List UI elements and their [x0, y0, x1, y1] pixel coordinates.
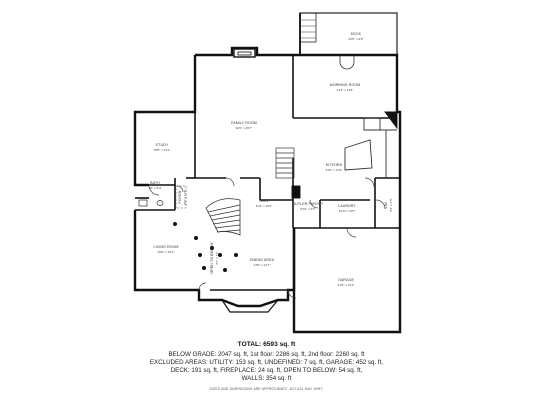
morning-room-doors — [339, 55, 355, 70]
room-name: STUDY — [156, 143, 169, 147]
summary-line-deck: DECK: 191 sq. ft, FIREPLACE: 24 sq. ft, … — [170, 367, 363, 374]
room-label-hall: HALL 11'3" x 10'2" — [256, 199, 273, 208]
room-name: KITCHEN — [326, 163, 343, 167]
disclaimer: SIZES AND DIMENSIONS ARE APPROXIMATE, AC… — [209, 387, 324, 391]
kitchen-fixtures — [291, 111, 398, 199]
deck-area — [299, 12, 398, 56]
room-name: GARAGE — [338, 278, 354, 282]
summary-line-floors: BELOW GRADE: 2047 sq. ft, 1st floor: 228… — [168, 351, 365, 358]
exterior-walls — [133, 46, 402, 334]
room-label-bath: BATH 7'5" x 6'4" — [148, 181, 162, 190]
room-name: DINING AREA — [250, 258, 275, 262]
room-name: MORNING ROOM — [330, 83, 361, 87]
room-label-lav: LAV 5'3" x 4'5" — [384, 198, 393, 212]
room-dims: 22'0" x 25'7" — [236, 126, 253, 130]
room-name: DECK — [351, 32, 362, 36]
room-label-butler-pantry: BUTLER PANTRY 5'10" x 6'4" — [293, 202, 324, 211]
room-dims: 20'6" x 9'6" — [348, 37, 363, 41]
columns — [173, 222, 238, 272]
kitchen-stairs — [275, 147, 295, 179]
room-name: OPEN TO BELOW — [210, 242, 214, 274]
room-dims: 21'6" x 17'0" — [326, 168, 343, 172]
room-name: FOYER — [178, 190, 182, 203]
room-name: LIVING ROOM — [153, 245, 178, 249]
room-name: BUTLER PANTRY — [293, 202, 324, 206]
room-dims: 5'3" x 4'5" — [389, 198, 393, 212]
room-dims: 21'6" x 11'9" — [337, 88, 354, 92]
door-swings — [148, 177, 386, 299]
room-label-dining-area: DINING AREA 13'9" x 21'7" — [250, 258, 275, 267]
room-label-family-room: FAMILY ROOM 22'0" x 25'7" — [231, 121, 257, 130]
room-dims: 15'6" x 15'1" — [158, 250, 175, 254]
room-name: HALL — [259, 199, 268, 203]
bath-fixtures — [138, 199, 164, 207]
total-area: TOTAL: 6593 sq. ft — [237, 341, 296, 348]
room-label-foyer: FOYER 8'0" x 11'3" — [178, 189, 187, 204]
room-label-morning-room: MORNING ROOM 21'6" x 11'9" — [330, 83, 361, 92]
room-dims: 9'7" x 7'1" — [215, 251, 219, 265]
summary-line-excluded: EXCLUDED AREAS: UTILITY: 153 sq. ft, UND… — [149, 359, 384, 366]
summary-line-walls: WALLS: 354 sq. ft — [241, 375, 292, 382]
open-to-below-outline — [175, 185, 187, 209]
room-dims: 5'10" x 6'4" — [300, 207, 315, 211]
room-dims: 10'11" x 6'5" — [339, 209, 356, 213]
interior-walls — [135, 55, 400, 291]
room-name: FAMILY ROOM — [231, 121, 257, 125]
fireplace — [233, 48, 256, 58]
room-dims: 11'3" x 10'2" — [256, 204, 273, 208]
dining-bay — [221, 299, 279, 313]
room-label-laundry: LAUNDRY 10'11" x 6'5" — [338, 204, 356, 213]
room-dims: 13'9" x 21'7" — [254, 263, 271, 267]
room-label-deck: DECK 20'6" x 9'6" — [348, 32, 363, 41]
room-label-study: STUDY 10'8" x 14'1" — [154, 143, 171, 152]
room-dims: 21'9" x 21'3" — [338, 283, 355, 287]
room-dims: 10'8" x 14'1" — [154, 148, 171, 152]
room-name: LAV — [384, 201, 388, 208]
room-label-open-to-below: OPEN TO BELOW 9'7" x 7'1" — [210, 242, 219, 274]
main-staircase — [205, 198, 241, 236]
room-label-garage: GARAGE 21'9" x 21'3" — [338, 278, 355, 287]
room-dims: 7'5" x 6'4" — [148, 186, 162, 190]
room-name: BATH — [150, 181, 160, 185]
room-name: LAUNDRY — [338, 204, 356, 208]
floor-plan: DECK 20'6" x 9'6" MORNING ROOM 21'6" x 1… — [133, 12, 402, 334]
room-label-kitchen: KITCHEN 21'6" x 17'0" — [326, 163, 343, 172]
room-label-living-room: LIVING ROOM 15'6" x 15'1" — [153, 245, 178, 254]
room-dims: 8'0" x 11'3" — [183, 189, 187, 204]
